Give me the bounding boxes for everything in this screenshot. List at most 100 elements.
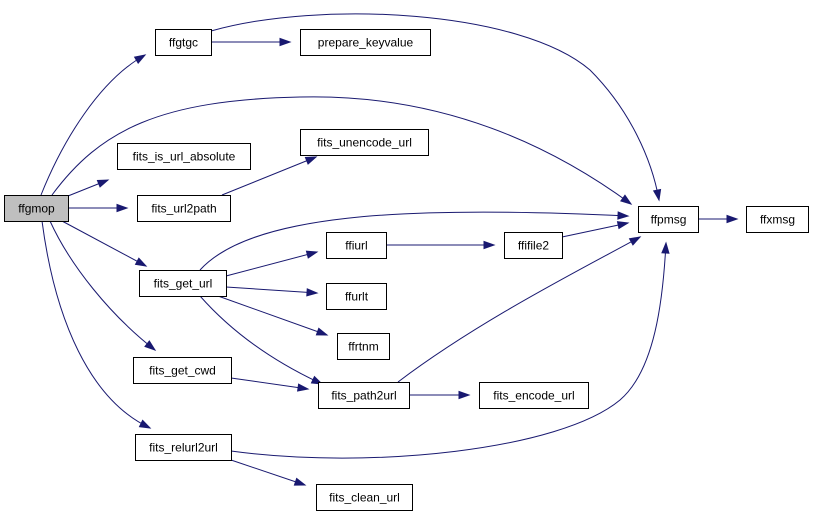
edge-line (561, 222, 629, 238)
node-box[interactable] (155, 29, 212, 56)
arrow-head-icon (306, 288, 319, 297)
edge-line (230, 459, 306, 486)
node-box[interactable] (135, 434, 232, 461)
node-ffurlt[interactable]: ffurlt (326, 283, 387, 310)
edge-ffgtgc-to-prepare_keyvalue (211, 37, 292, 47)
node-box[interactable] (137, 195, 231, 222)
edge-line (230, 242, 667, 459)
arrow-head-icon (293, 477, 307, 486)
node-ffiurl[interactable]: ffiurl (326, 232, 387, 259)
node-box[interactable] (337, 333, 390, 360)
node-box[interactable] (326, 283, 387, 310)
node-label: fits_path2url (331, 389, 396, 403)
node-box[interactable] (318, 382, 410, 409)
edge-ffgmop-to-ffgtgc (40, 54, 147, 196)
node-fits-unencode-url[interactable]: fits_unencode_url (300, 129, 429, 156)
edge-fits_relurl2url-to-fits_clean_url (230, 459, 307, 486)
edge-fits_url2path-to-fits_unencode_url (221, 156, 318, 196)
arrow-head-icon (661, 241, 670, 254)
node-fits-get-url[interactable]: fits_get_url (139, 270, 227, 297)
edge-ffiurl-to-ffifile2 (386, 240, 496, 250)
node-ffxmsg[interactable]: ffxmsg (746, 206, 809, 233)
node-ffgmop[interactable]: ffgmop (4, 195, 69, 222)
node-box[interactable] (300, 129, 429, 156)
node-fits-clean-url[interactable]: fits_clean_url (316, 484, 413, 511)
node-label: ffifile2 (518, 239, 549, 253)
node-box[interactable] (300, 29, 431, 56)
edge-ffgmop-to-fits_url2path (68, 203, 129, 213)
arrow-head-icon (483, 240, 496, 250)
edge-line (217, 295, 328, 336)
arrow-head-icon (116, 203, 129, 213)
edge-fits_get_cwd-to-fits_path2url (230, 377, 310, 392)
edge-fits_get_url-to-ffurlt (225, 286, 319, 297)
edge-line (225, 251, 318, 277)
edge-ffgtgc-to-ffpmsg (210, 13, 662, 202)
node-label: ffxmsg (760, 213, 795, 227)
node-label: fits_is_url_absolute (133, 150, 236, 164)
node-box[interactable] (326, 232, 387, 259)
node-label: fits_encode_url (493, 389, 574, 403)
node-box[interactable] (117, 143, 251, 170)
node-box[interactable] (638, 206, 699, 233)
node-label: ffgmop (18, 202, 55, 216)
edge-ffgmop-to-fits_get_cwd (49, 220, 157, 351)
node-box[interactable] (139, 270, 227, 297)
arrow-head-icon (726, 214, 739, 224)
node-fits-path2url[interactable]: fits_path2url (318, 382, 410, 409)
node-label: ffpmsg (651, 213, 687, 227)
node-ffpmsg[interactable]: ffpmsg (638, 206, 699, 233)
arrow-head-icon (652, 188, 662, 202)
edge-ffifile2-to-ffpmsg (561, 221, 630, 238)
edge-line (61, 220, 147, 267)
arrow-head-icon (304, 156, 318, 165)
node-label: prepare_keyvalue (318, 36, 414, 50)
edge-fits_get_url-to-ffpmsg (199, 211, 630, 271)
node-fits-get-cwd[interactable]: fits_get_cwd (133, 357, 232, 384)
node-fits-url2path[interactable]: fits_url2path (137, 195, 231, 222)
arrow-head-icon (133, 54, 147, 64)
call-edges (40, 13, 739, 486)
edge-ffpmsg-to-ffxmsg (698, 214, 739, 224)
node-label: ffurlt (345, 290, 369, 304)
edge-line (199, 295, 323, 385)
arrow-head-icon (458, 390, 471, 400)
edge-fits_get_url-to-ffiurl (225, 250, 319, 277)
edge-fits_relurl2url-to-ffpmsg (230, 241, 670, 459)
arrow-head-icon (96, 179, 110, 188)
edge-line (225, 286, 318, 294)
edge-ffgmop-to-ffpmsg (51, 96, 633, 205)
node-box[interactable] (133, 357, 232, 384)
node-label: fits_url2path (151, 202, 216, 216)
node-fits-encode-url[interactable]: fits_encode_url (479, 382, 589, 409)
node-prepare-keyvalue[interactable]: prepare_keyvalue (300, 29, 431, 56)
edge-line (397, 236, 641, 383)
arrow-head-icon (620, 194, 633, 205)
node-box[interactable] (504, 232, 563, 259)
node-fits-is-url-absolute[interactable]: fits_is_url_absolute (117, 143, 251, 170)
edge-line (199, 211, 629, 271)
node-box[interactable] (746, 206, 809, 233)
edge-fits_path2url-to-ffpmsg (397, 236, 642, 383)
node-ffifile2[interactable]: ffifile2 (504, 232, 563, 259)
node-ffrtnm[interactable]: ffrtnm (337, 333, 390, 360)
arrow-head-icon (616, 221, 630, 230)
node-box[interactable] (316, 484, 413, 511)
node-box[interactable] (479, 382, 589, 409)
arrow-head-icon (138, 419, 152, 429)
node-label: ffgtgc (169, 36, 198, 50)
node-box[interactable] (4, 195, 69, 222)
node-fits-relurl2url[interactable]: fits_relurl2url (135, 434, 232, 461)
edge-line (230, 377, 309, 390)
arrow-head-icon (305, 250, 319, 259)
edge-ffgmop-to-fits_relurl2url (41, 220, 152, 429)
node-ffgtgc[interactable]: ffgtgc (155, 29, 212, 56)
arrow-head-icon (628, 236, 642, 246)
node-label: ffrtnm (348, 340, 378, 354)
node-label: fits_get_cwd (149, 364, 216, 378)
node-label: fits_clean_url (329, 491, 400, 505)
node-label: ffiurl (345, 239, 367, 253)
